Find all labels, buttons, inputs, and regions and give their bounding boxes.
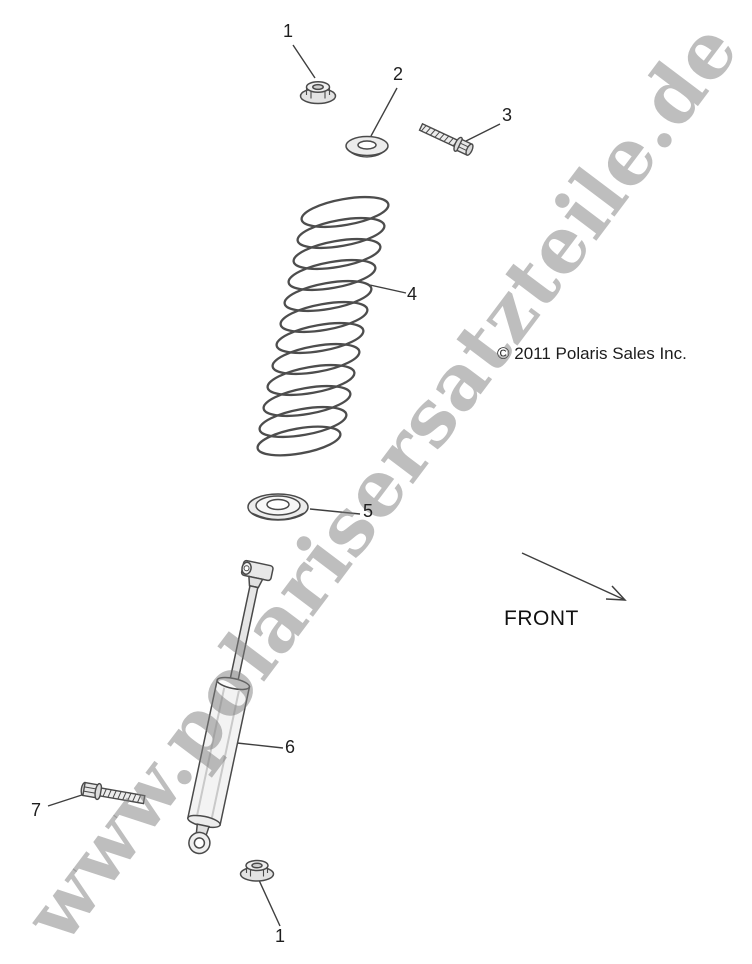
leader-lines — [47, 44, 501, 927]
callout-2: 2 — [393, 64, 404, 84]
flange-nut-top-drawing — [299, 81, 337, 105]
copyright-text: © 2011 Polaris Sales Inc. — [497, 344, 687, 363]
shock-absorber-drawing — [186, 559, 274, 855]
front-label: FRONT — [504, 607, 579, 630]
callout-3: 3 — [502, 105, 513, 125]
coil-spring-drawing — [256, 195, 390, 457]
spring-seat-cup-drawing — [247, 493, 309, 521]
callout-5: 5 — [363, 501, 374, 521]
lower-bolt-drawing — [80, 781, 146, 805]
callout-7: 7 — [31, 800, 42, 820]
callout-1-top: 1 — [283, 21, 294, 41]
callout-4: 4 — [407, 284, 418, 304]
retainer-washer-drawing — [345, 135, 389, 158]
callout-1-bottom: 1 — [275, 926, 286, 946]
front-arrow — [521, 552, 627, 601]
flange-nut-bottom-drawing — [239, 859, 275, 882]
upper-bolt-drawing — [418, 122, 474, 156]
callout-6: 6 — [285, 737, 296, 757]
